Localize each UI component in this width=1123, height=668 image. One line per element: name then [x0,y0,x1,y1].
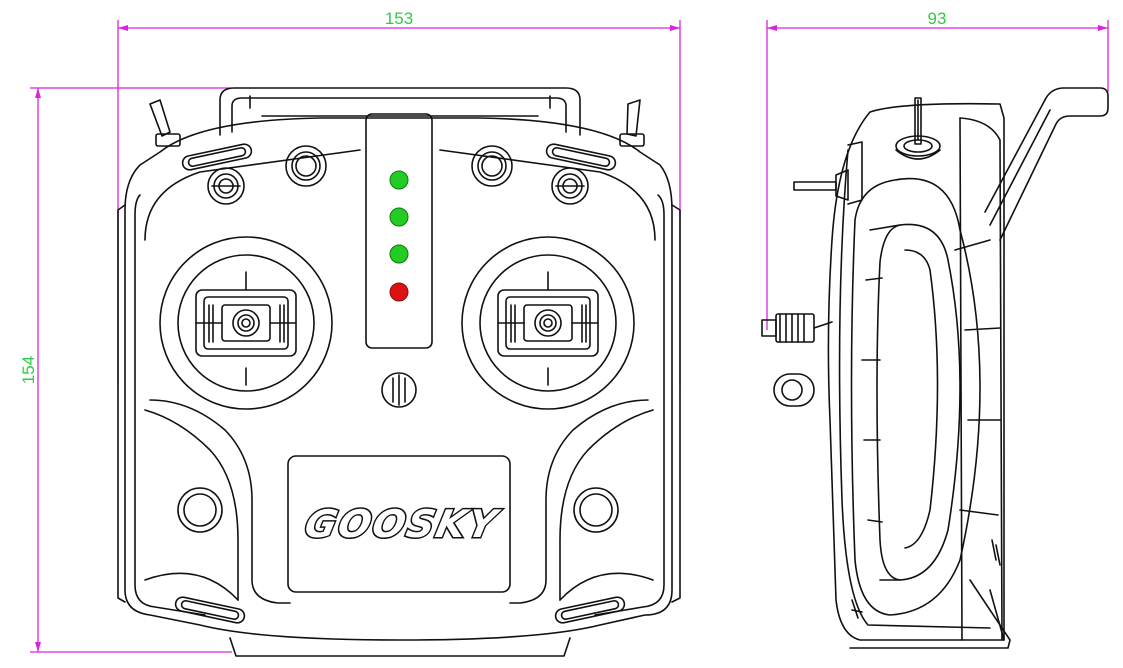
width-dimension-label: 153 [385,9,413,28]
bottom-right-button[interactable] [573,487,619,533]
logo-plate [287,455,511,593]
led-2 [389,207,409,227]
left-small-knob[interactable] [207,167,245,205]
side-view [761,87,1109,649]
left-gimbal[interactable] [159,236,333,410]
led-panel [365,113,433,349]
depth-dimension-label: 93 [928,9,947,28]
right-gimbal[interactable] [461,236,635,410]
side-button[interactable] [773,373,815,407]
left-toggle-switch[interactable] [149,99,171,137]
right-bottom-slot [554,596,626,624]
top-left-button[interactable] [285,145,327,187]
led-1 [389,170,409,190]
center-scroll-wheel[interactable] [381,372,417,408]
dimension-arrows [35,25,1108,652]
right-toggle-switch[interactable] [626,99,641,137]
height-dimension-label: 154 [19,356,38,384]
transmitter-body [124,117,673,641]
side-body [827,102,1005,641]
left-bottom-slot [174,596,246,624]
brand-logo: GOOSKY [301,502,505,547]
top-right-button[interactable] [471,145,513,187]
led-4 [389,282,409,302]
led-indicators [389,170,409,302]
bottom-left-button[interactable] [177,487,223,533]
front-view [117,87,681,657]
right-top-slot [545,143,617,171]
right-small-knob[interactable] [551,167,589,205]
side-toggle[interactable] [793,181,837,191]
side-connector [761,313,833,343]
right-stick[interactable] [534,309,562,337]
led-3 [389,244,409,264]
left-stick[interactable] [232,309,260,337]
left-top-slot [181,143,253,171]
carry-handle [219,87,581,136]
dimension-lines [30,20,1109,653]
side-grip [850,177,981,616]
side-handle [984,87,1109,241]
